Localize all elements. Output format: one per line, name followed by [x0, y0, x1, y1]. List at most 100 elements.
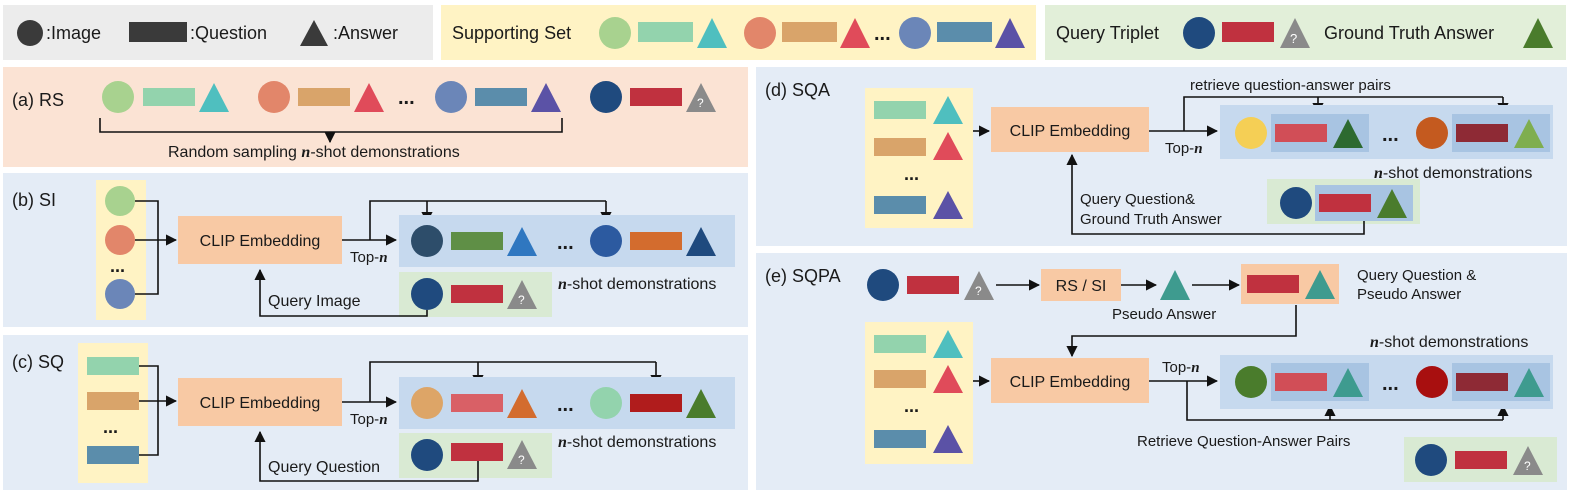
- query-label-line1: Query Question&: [1080, 191, 1195, 208]
- clip-embedding-box: [991, 107, 1149, 152]
- ellipsis: ...: [557, 394, 574, 416]
- answer-icon: [354, 83, 384, 112]
- clip-embedding-label: CLIP Embedding: [1010, 123, 1131, 140]
- panel-sq-label: (c) SQ: [12, 352, 64, 372]
- clip-embedding-label: CLIP Embedding: [1010, 374, 1131, 391]
- query-question-icon: [1319, 194, 1371, 212]
- ellipsis: ...: [110, 256, 125, 276]
- question-icon: [874, 101, 926, 119]
- query-image-icon: [590, 81, 622, 113]
- ellipsis: ...: [398, 87, 415, 109]
- nshot-label: n-shot demonstrations: [1374, 165, 1532, 182]
- legend-question-icon: [129, 22, 187, 42]
- legend-support-answer-icon: [840, 18, 870, 48]
- query-feedback-line: [254, 268, 428, 317]
- query-image-icon: [867, 269, 899, 301]
- query-pseudo-label-line2: Pseudo Answer: [1357, 286, 1461, 303]
- panel-si-label: (b) SI: [12, 190, 56, 210]
- legend-support-question-icon: [638, 22, 693, 42]
- query-question-icon: [1247, 275, 1299, 293]
- legend-support-image-icon: [599, 17, 631, 49]
- question-icon: [451, 394, 503, 412]
- image-icon: [1235, 117, 1267, 149]
- answer-icon: [933, 96, 963, 124]
- answer-icon: [1514, 119, 1544, 148]
- nshot-label: n-shot demonstrations: [558, 276, 716, 293]
- legend-bar: :Image :Question :Answer Supporting Set …: [3, 5, 1566, 60]
- legend-support-image-icon: [744, 17, 776, 49]
- pseudo-answer-icon: [1305, 270, 1335, 299]
- legend-ground-truth-label: Ground Truth Answer: [1324, 23, 1494, 43]
- rs-caption: Random sampling n-shot demonstrations: [168, 144, 460, 161]
- retrieve-connector: [1186, 381, 1503, 421]
- legend-ground-truth-icon: [1523, 18, 1553, 48]
- unknown-mark: ?: [975, 284, 982, 298]
- legend-query-image-icon: [1183, 17, 1215, 49]
- query-unknown-icon: [1513, 446, 1543, 475]
- retrieve-connector: [369, 200, 606, 240]
- image-icon: [258, 81, 290, 113]
- panel-sqpa-label: (e) SQPA: [765, 266, 841, 286]
- stack-connector: [139, 365, 159, 456]
- unknown-mark: ?: [518, 453, 525, 467]
- legend-supporting-set-box: [441, 5, 1036, 60]
- panel-rs-label: (a) RS: [12, 90, 64, 110]
- topn-label: Top-n: [1165, 140, 1203, 157]
- query-pseudo-label-line1: Query Question &: [1357, 267, 1476, 284]
- answer-icon: [933, 365, 963, 393]
- answer-icon: [1333, 368, 1363, 397]
- ellipsis: ...: [904, 396, 919, 416]
- legend-query-unknown-icon: [1280, 18, 1310, 48]
- clip-embedding-box: [178, 216, 342, 264]
- image-icon: [102, 81, 134, 113]
- image-icon: [1235, 366, 1267, 398]
- panel-rs-bg: [3, 67, 748, 167]
- stack-connector: [135, 200, 159, 295]
- image-icon: [105, 225, 135, 255]
- query-question-icon: [907, 276, 959, 294]
- panel-sq: (c) SQ ... CLIP Embedding Top-n ... ? Qu…: [3, 335, 748, 490]
- ellipsis: ...: [1382, 124, 1399, 146]
- query-label-line2: Ground Truth Answer: [1080, 211, 1222, 228]
- answer-icon: [933, 425, 963, 453]
- legend-image-icon: [17, 20, 43, 46]
- answer-icon: [686, 227, 716, 256]
- image-icon: [411, 225, 443, 257]
- legend-support-answer-icon: [697, 18, 727, 48]
- panel-rs: (a) RS ... ? Random sampling n-shot demo…: [3, 67, 748, 167]
- question-icon: [874, 138, 926, 156]
- query-question-icon: [451, 285, 503, 303]
- answer-icon: [1333, 119, 1363, 148]
- legend-support-question-icon: [782, 22, 837, 42]
- legend-support-answer-icon: [995, 18, 1025, 48]
- ellipsis: ...: [904, 164, 919, 184]
- panel-sqa-label: (d) SQA: [765, 80, 830, 100]
- legend-answer-icon: [300, 20, 328, 46]
- query-question-label: Query Question: [268, 459, 380, 476]
- query-image-icon: [1280, 187, 1312, 219]
- question-icon: [298, 88, 350, 106]
- answer-icon: [933, 132, 963, 160]
- answer-icon: [933, 330, 963, 358]
- query-question-icon: [630, 88, 682, 106]
- legend-support-image-icon: [899, 17, 931, 49]
- image-icon: [435, 81, 467, 113]
- legend-ellipsis: ...: [874, 23, 891, 45]
- question-icon: [451, 232, 503, 250]
- image-icon: [105, 186, 135, 216]
- query-feedback-line: [1066, 305, 1297, 358]
- legend-query-question-icon: [1222, 22, 1274, 42]
- query-image-icon: [1415, 444, 1447, 476]
- question-icon: [87, 446, 139, 464]
- question-icon: [630, 232, 682, 250]
- ellipsis: ...: [557, 232, 574, 254]
- nshot-label: n-shot demonstrations: [558, 434, 716, 451]
- question-icon: [475, 88, 527, 106]
- unknown-mark: ?: [1524, 459, 1531, 473]
- topn-label: Top-n: [350, 411, 388, 428]
- image-icon: [590, 387, 622, 419]
- question-icon: [87, 392, 139, 410]
- image-icon: [105, 279, 135, 309]
- retrieve-label: retrieve question-answer pairs: [1190, 77, 1391, 94]
- retrieve-label: Retrieve Question-Answer Pairs: [1137, 433, 1350, 450]
